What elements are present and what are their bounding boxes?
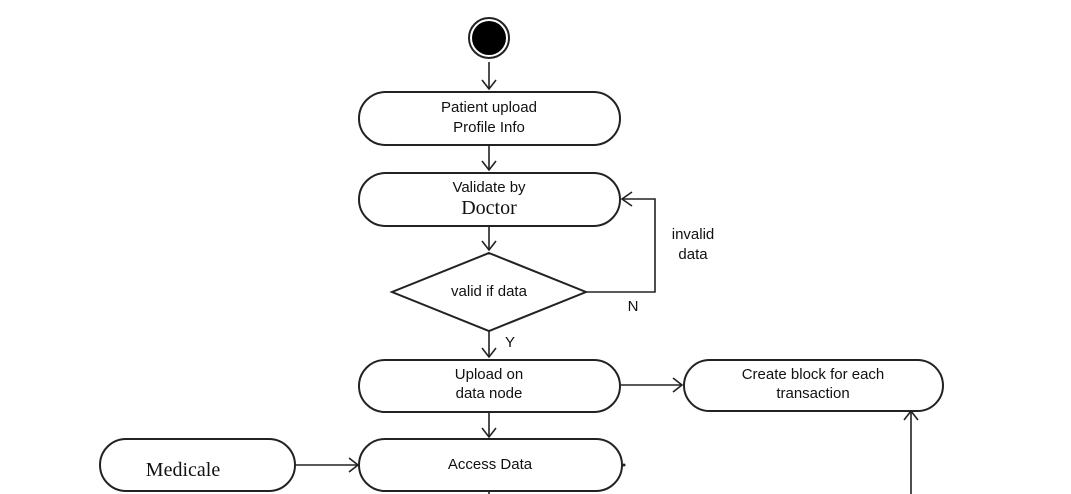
medicale-text: Medicale	[146, 459, 221, 481]
upload-line-1: Upload on	[455, 366, 523, 383]
edge-start-to-patient-upload	[481, 62, 497, 91]
edge-invalid-loop	[586, 191, 656, 293]
create-block-line-1: Create block for each	[742, 366, 885, 383]
invalid-label-line-2: data	[678, 246, 708, 263]
activity-upload-on-data-node: Upload on data node	[358, 359, 621, 413]
edge-upload-to-access-data	[481, 412, 497, 439]
activity-validate-by-doctor: Validate by Doctor	[358, 172, 621, 227]
no-label: N	[628, 298, 639, 315]
edge-upload-to-create-block	[621, 377, 684, 393]
patient-upload-line-1: Patient upload	[441, 99, 537, 116]
validate-doctor-text: Doctor	[461, 197, 517, 219]
activity-create-block: Create block for each transaction	[683, 359, 944, 412]
decision-text: valid if data	[451, 283, 528, 300]
upload-line-2: data node	[456, 385, 523, 402]
yes-label: Y	[505, 334, 515, 351]
edge-patient-upload-to-validate	[481, 145, 497, 172]
invalid-label-line-1: invalid	[672, 226, 715, 243]
create-block-line-2: transaction	[776, 385, 849, 402]
initial-node	[468, 17, 510, 59]
activity-patient-upload: Patient upload Profile Info	[358, 91, 621, 146]
edge-dot	[622, 463, 626, 467]
edge-up-to-create-block	[903, 409, 919, 494]
validate-line-1: Validate by	[452, 179, 526, 196]
activity-access-data: Access Data	[358, 438, 623, 492]
patient-upload-line-2: Profile Info	[453, 119, 525, 136]
activity-medicale: Medicale	[99, 438, 296, 492]
decision-valid-if-data: valid if data	[389, 251, 589, 333]
edge-medicale-to-access-data	[295, 457, 360, 473]
edge-validate-to-decision	[481, 226, 497, 252]
access-data-text: Access Data	[448, 456, 533, 473]
edge-decision-to-upload	[481, 331, 497, 359]
